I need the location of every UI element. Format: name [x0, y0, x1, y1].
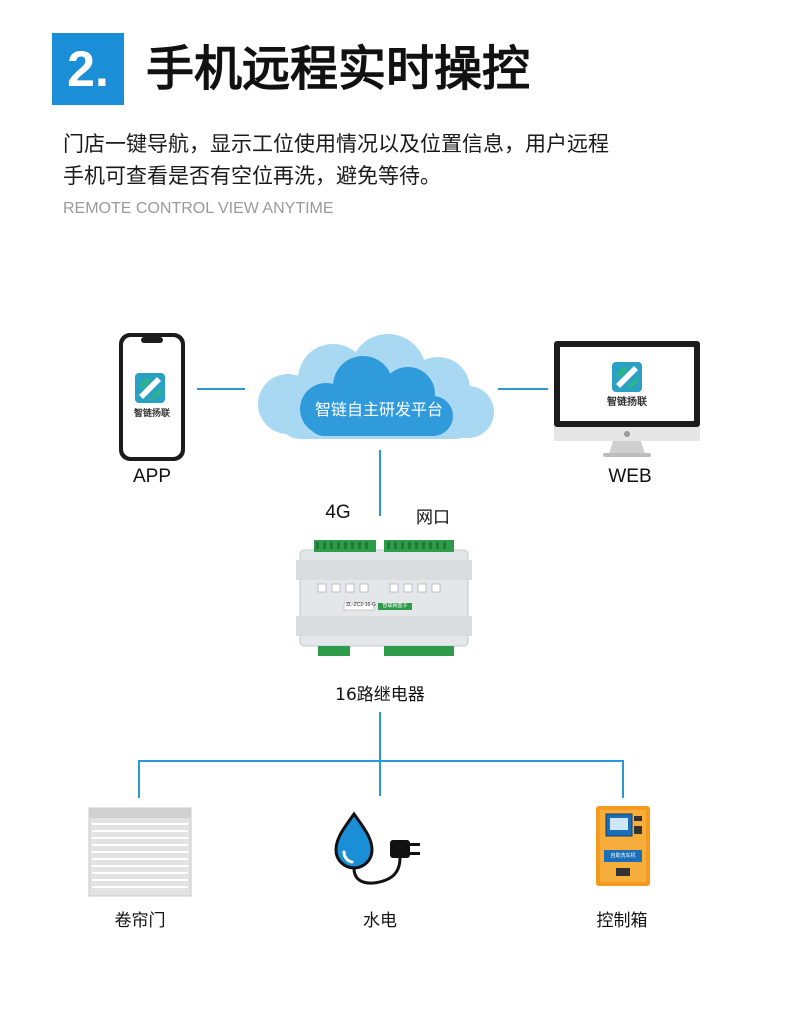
- connector-cloud-web: [498, 388, 548, 390]
- cloud-icon: [258, 334, 494, 439]
- web-label: WEB: [608, 466, 652, 487]
- brand-logo-icon: [612, 362, 642, 392]
- app-label: APP: [132, 466, 172, 487]
- description: 门店一键导航，显示工位使用情况以及位置信息，用户远程 手机可查看是否有空位再洗，…: [63, 128, 703, 192]
- water-electricity-icon: [334, 811, 420, 885]
- monitor-brand-text: 智链扬联: [607, 397, 647, 408]
- relay-model-text: ZL-ZC2-16-G: [346, 602, 376, 608]
- monitor-icon: [554, 341, 700, 457]
- output-label-water-electric: 水电: [363, 911, 397, 931]
- connector-app-cloud: [197, 388, 245, 390]
- output-label-control-box: 控制箱: [596, 911, 648, 931]
- section-number-badge: [52, 33, 124, 105]
- relay-label: 16路继电器: [335, 685, 425, 705]
- connector-branch-left: [138, 760, 140, 798]
- link-ethernet-label: 网口: [416, 508, 450, 528]
- output-label-shutter: 卷帘门: [114, 911, 166, 931]
- control-box-text: 自助洗车机: [610, 853, 636, 859]
- cloud-platform-label: 智链自主研发平台: [314, 400, 443, 419]
- connector-branch-horizontal: [138, 760, 624, 762]
- page-title: 手机远程实时操控: [146, 41, 531, 97]
- relay-module-icon: [296, 540, 472, 656]
- control-box-icon: [596, 806, 650, 886]
- relay-brand-text: 智联网盒子: [382, 603, 408, 609]
- description-line: 手机可查看是否有空位再洗，避免等待。: [63, 164, 441, 188]
- smartphone-icon: [119, 333, 185, 461]
- link-4g-label: 4G: [325, 502, 351, 523]
- connector-cloud-relay: [379, 450, 381, 516]
- phone-brand-text: 智链扬联: [133, 409, 170, 419]
- english-subtitle: REMOTE CONTROL VIEW ANYTIME: [63, 200, 334, 217]
- connector-relay-trunk: [379, 712, 381, 796]
- brand-logo-icon: [135, 373, 165, 403]
- connector-branch-right: [622, 760, 624, 798]
- section-number: 2.: [67, 41, 109, 97]
- rolling-shutter-icon: [88, 807, 192, 897]
- description-line: 门店一键导航，显示工位使用情况以及位置信息，用户远程: [63, 132, 609, 156]
